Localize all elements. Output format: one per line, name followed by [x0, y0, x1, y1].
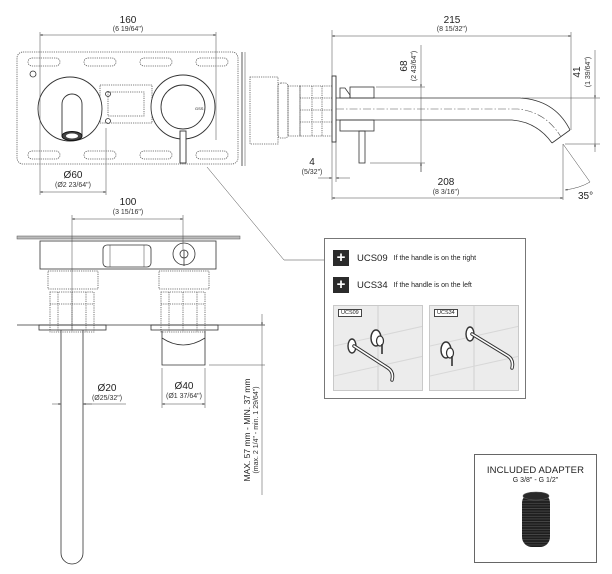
adapter-spec: G 3/8" - G 1/2"	[512, 477, 559, 484]
dim-100-inch: (3 15/16")	[113, 209, 144, 216]
thumbnail-tag: UCS34	[434, 309, 458, 317]
dim-160-inch: (6 19/64")	[113, 26, 144, 33]
dim-41-mm: 41	[572, 66, 583, 78]
option-description: If the handle is on the right	[393, 254, 477, 262]
option-code: UCS09	[357, 252, 388, 264]
dim-215-mm: 215	[444, 15, 461, 26]
dim-depth-mm: MAX. 57 mm - MIN. 37 mm	[242, 379, 252, 482]
section-view: 100 (3 15/16") Ø20 (Ø25/32") Ø40 (Ø1 37/…	[16, 197, 265, 565]
dim-body-inch: (Ø1 37/64")	[166, 393, 202, 400]
dim-215-inch: (8 15/32")	[437, 26, 468, 33]
options-panel: + UCS09 If the handle is on the right + …	[324, 238, 526, 399]
faucet-illustration-icon	[334, 306, 422, 390]
dim-rosette-inch: (Ø2 23/64")	[55, 182, 91, 189]
option-ucs09: + UCS09 If the handle is on the right	[333, 250, 476, 266]
option-ucs34: + UCS34 If the handle is on the left	[333, 277, 472, 293]
thumbnail-ucs34: UCS34	[429, 305, 519, 391]
faucet-illustration-icon	[430, 306, 518, 390]
svg-text:GSS: GSS	[195, 106, 204, 111]
dim-angle: 35°	[578, 191, 593, 202]
dim-208-mm: 208	[438, 177, 455, 188]
dim-pipe-inch: (Ø25/32")	[92, 395, 122, 402]
thumbnail-ucs09: UCS09	[333, 305, 423, 391]
dim-depth-inch: (max. 2 1/4" - min. 1 29/64")	[253, 386, 260, 473]
dim-160-mm: 160	[120, 15, 137, 26]
dim-68-mm: 68	[399, 60, 410, 72]
dim-41-inch: (1 39/64")	[585, 57, 592, 88]
included-adapter-box: INCLUDED ADAPTER G 3/8" - G 1/2"	[474, 454, 597, 563]
option-code: UCS34	[357, 279, 388, 291]
plus-icon: +	[333, 250, 349, 266]
leader-line	[206, 166, 324, 261]
dim-208-inch: (8 3/16")	[433, 189, 460, 196]
thumbnail-tag: UCS09	[338, 309, 362, 317]
dim-100-mm: 100	[120, 197, 137, 208]
dim-pipe-mm: Ø20	[98, 383, 117, 394]
side-view: 215 (8 15/32") 68 (2 43/64") 41 (1 39/64…	[241, 15, 600, 202]
dim-rosette-mm: Ø60	[64, 170, 83, 181]
dim-4-inch: (5/32")	[302, 169, 323, 176]
threaded-adapter-icon	[521, 491, 550, 547]
mounting-slots	[27, 57, 229, 160]
adapter-title: INCLUDED ADAPTER	[486, 465, 585, 476]
option-description: If the handle is on the left	[393, 281, 472, 289]
dim-68-inch: (2 43/64")	[411, 51, 418, 82]
plus-icon: +	[333, 277, 349, 293]
front-view: GSS 160 (6 19/64") Ø60 (Ø2 23/64")	[16, 15, 239, 195]
dim-body-mm: Ø40	[175, 381, 194, 392]
dim-4-mm: 4	[309, 157, 315, 168]
